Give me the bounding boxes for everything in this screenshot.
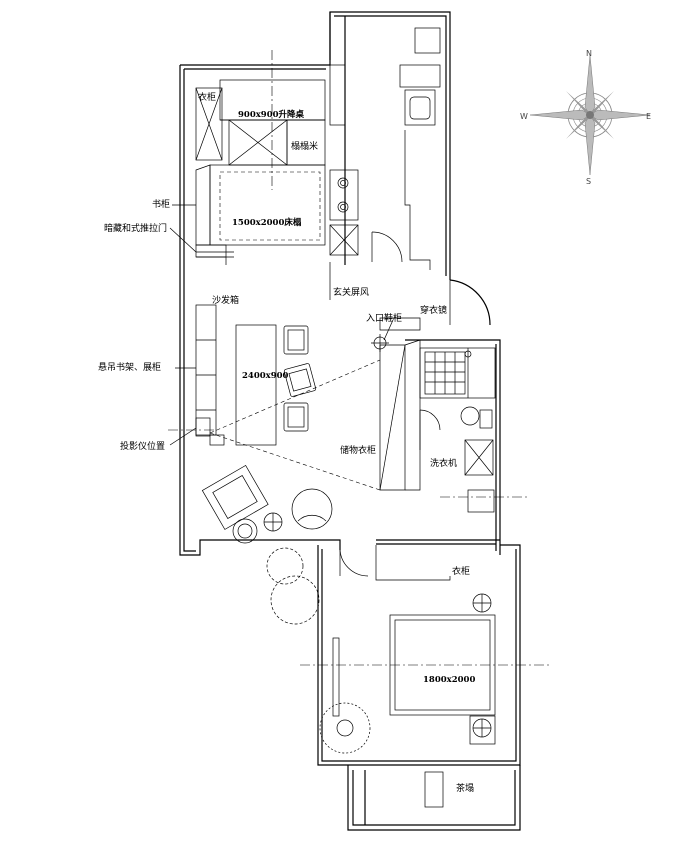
compass-s: S xyxy=(586,177,591,186)
label-storage: 储物衣柜 xyxy=(340,444,376,456)
compass-icon xyxy=(529,54,651,176)
living-room xyxy=(168,304,451,581)
label-entry-screen: 玄关屏风 xyxy=(333,286,369,298)
leader-lines xyxy=(169,204,394,446)
bathroom xyxy=(419,347,528,513)
label-sliding-door: 暗藏和式推拉门 xyxy=(104,222,167,234)
label-sofa-box: 沙发箱 xyxy=(212,294,239,306)
label-entry-shoe: 入口鞋柜 xyxy=(366,312,402,324)
kitchen xyxy=(329,27,441,270)
label-tea: 茶塌 xyxy=(456,782,474,794)
compass-e: E xyxy=(646,112,651,121)
label-washer: 洗衣机 xyxy=(430,457,457,469)
compass-w: W xyxy=(520,112,528,121)
label-bed-small: 1500x2000床榻 xyxy=(232,217,302,228)
entry xyxy=(329,262,491,352)
label-lift-table: 900x900升降桌 xyxy=(238,109,305,120)
label-mirror: 穿衣镜 xyxy=(420,304,447,316)
label-bed-large: 1800x2000 xyxy=(423,675,475,685)
label-wardrobe-top: 衣柜 xyxy=(198,91,216,103)
label-wardrobe-bottom: 衣柜 xyxy=(452,565,470,577)
label-bookshelf: 悬吊书架、展柜 xyxy=(98,361,161,373)
plants xyxy=(266,547,371,754)
label-table: 2400x900 xyxy=(242,371,289,381)
compass-n: N xyxy=(586,49,592,58)
label-tatami: 榻榻米 xyxy=(291,140,318,152)
lower-bedroom xyxy=(300,593,550,808)
outer-walls xyxy=(179,11,521,831)
label-projector: 投影仪位置 xyxy=(120,440,165,452)
top-bedroom xyxy=(195,50,326,265)
label-bookcase: 书柜 xyxy=(152,198,170,210)
